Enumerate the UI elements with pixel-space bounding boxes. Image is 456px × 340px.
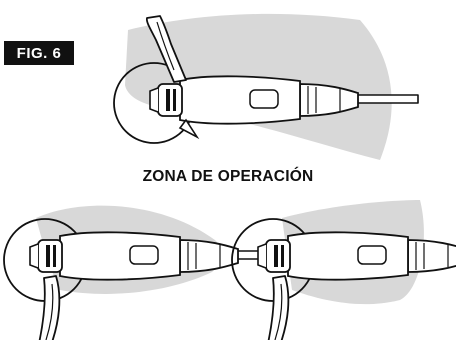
zone-label: ZONA DE OPERACIÓN — [142, 168, 314, 185]
figure-label: FIG. 6 — [4, 41, 74, 65]
grinder-icon — [257, 231, 456, 281]
side-handle-icon — [266, 275, 290, 340]
top-diagram — [113, 13, 419, 160]
side-handle-icon — [37, 275, 61, 340]
bottom-left-diagram — [3, 205, 299, 340]
guard-tip — [178, 118, 200, 140]
side-handle-icon — [145, 15, 187, 83]
bottom-right-diagram — [231, 200, 456, 340]
